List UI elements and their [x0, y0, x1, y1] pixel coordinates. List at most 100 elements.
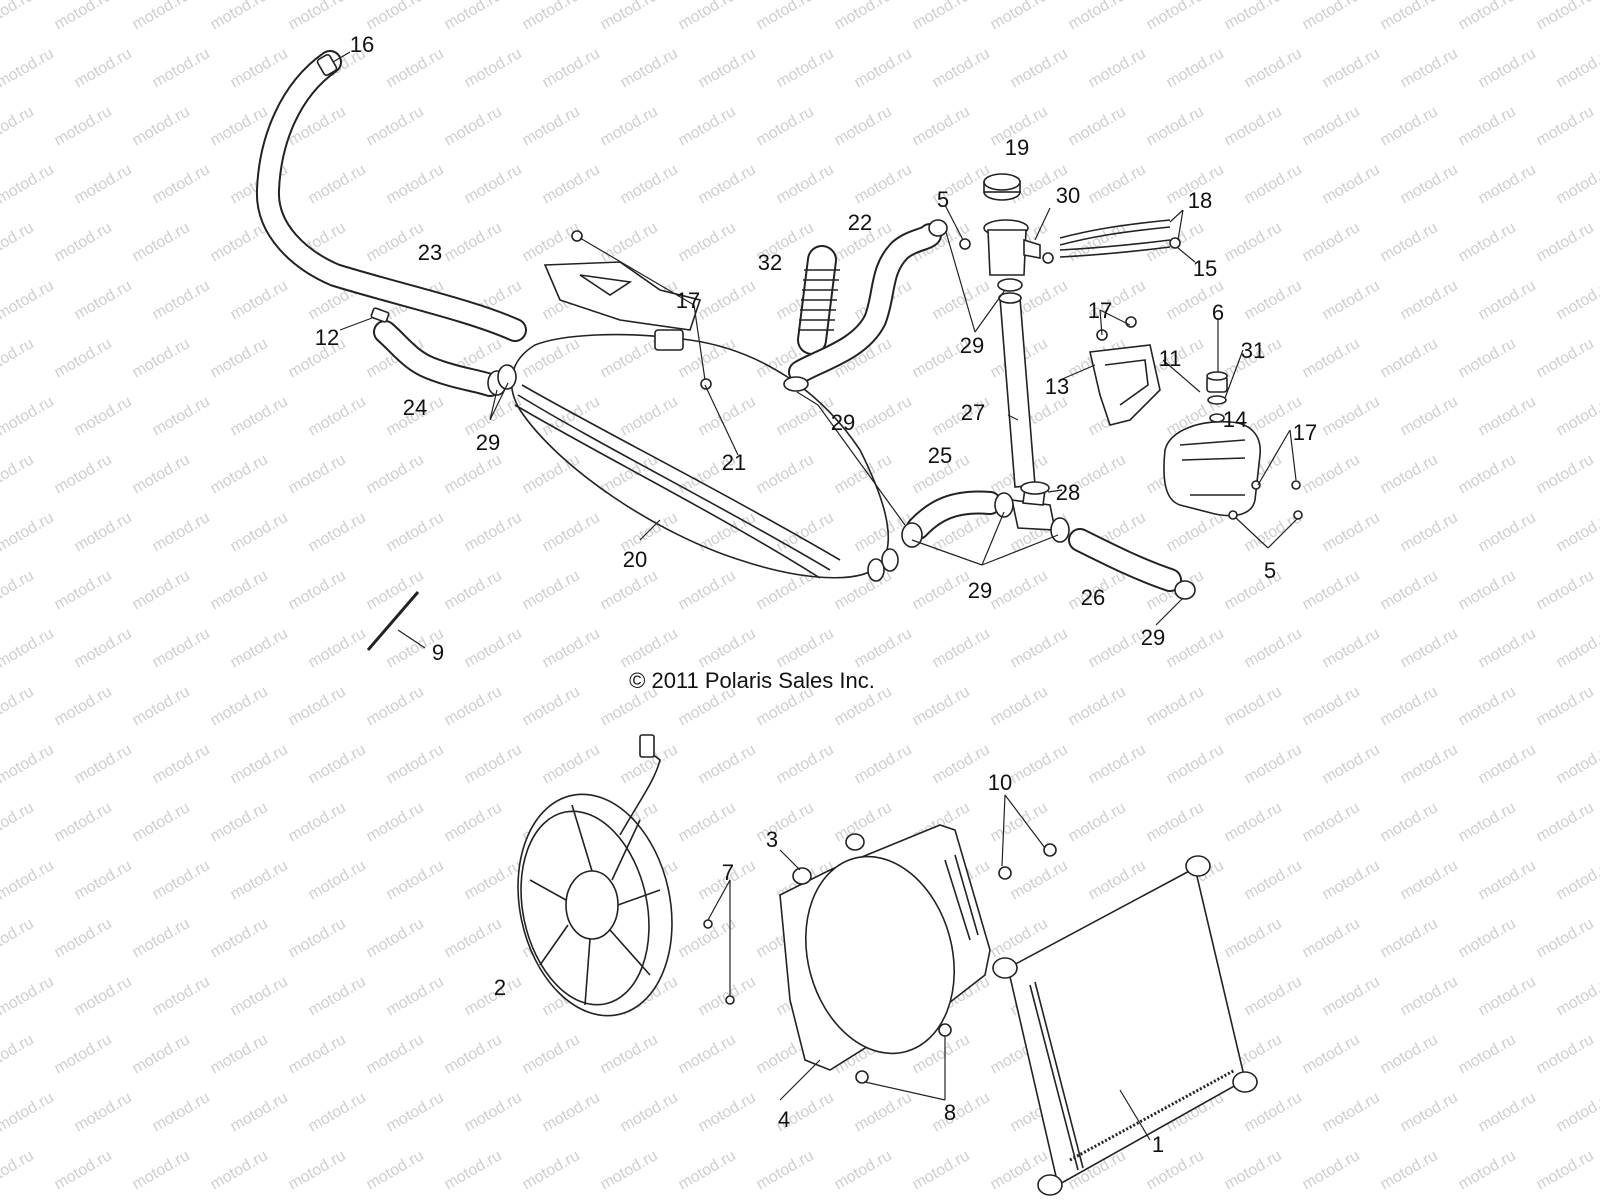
watermark-text: motod.ru	[910, 103, 973, 149]
watermark-text: motod.ru	[286, 683, 349, 729]
watermark-text: motod.ru	[52, 1031, 115, 1077]
watermark-text: motod.ru	[520, 451, 583, 497]
watermark-text: motod.ru	[1534, 1147, 1597, 1193]
callout-5-right: 5	[1264, 558, 1276, 583]
watermark-text: motod.ru	[1164, 741, 1227, 787]
watermark-text: motod.ru	[72, 393, 135, 439]
watermark-text: motod.ru	[520, 0, 583, 33]
watermark-text: motod.ru	[1398, 1089, 1461, 1135]
watermark-text: motod.ru	[1066, 103, 1129, 149]
watermark-text: motod.ru	[930, 741, 993, 787]
watermark-text: motod.ru	[0, 393, 57, 439]
watermark-text: motod.ru	[1066, 0, 1129, 33]
callout-29-neck: 29	[960, 333, 984, 358]
watermark-text: motod.ru	[150, 161, 213, 207]
watermark-text: motod.ru	[1456, 451, 1519, 497]
watermark-text: motod.ru	[442, 915, 505, 961]
watermark-text: motod.ru	[540, 45, 603, 91]
watermark-text: motod.ru	[384, 973, 447, 1019]
hose-26	[1068, 528, 1182, 592]
watermark-text: motod.ru	[286, 0, 349, 33]
callout-26: 26	[1081, 585, 1105, 610]
watermark-text: motod.ru	[0, 973, 57, 1019]
watermark-text: motod.ru	[618, 161, 681, 207]
watermark-text: motod.ru	[1398, 625, 1461, 671]
watermark-text: motod.ru	[364, 1147, 427, 1193]
bolt-17f	[1291, 480, 1301, 490]
watermark-text: motod.ru	[1456, 915, 1519, 961]
callout-25: 25	[928, 443, 952, 468]
callout-13: 13	[1045, 374, 1069, 399]
watermark-text: motod.ru	[0, 1089, 57, 1135]
watermark-text: motod.ru	[852, 393, 915, 439]
clamp-29h	[1050, 517, 1070, 543]
watermark-text: motod.ru	[520, 103, 583, 149]
watermark-text: motod.ru	[988, 567, 1051, 613]
watermark-text: motod.ru	[1222, 799, 1285, 845]
watermark-text: motod.ru	[1476, 45, 1539, 91]
watermark-text: motod.ru	[442, 219, 505, 265]
watermark-text: motod.ru	[1534, 103, 1597, 149]
filler-neck-30	[983, 219, 1054, 276]
callout-17-right: 17	[1293, 420, 1317, 445]
watermark-text: motod.ru	[72, 857, 135, 903]
watermark-text: motod.ru	[676, 567, 739, 613]
watermark-text: motod.ru	[228, 509, 291, 555]
watermark-text: motod.ru	[1222, 103, 1285, 149]
watermark-text: motod.ru	[754, 1147, 817, 1193]
watermark-text: motod.ru	[0, 161, 57, 207]
bracket-13	[1089, 344, 1161, 426]
watermark-text: motod.ru	[1398, 741, 1461, 787]
watermark-text: motod.ru	[130, 683, 193, 729]
watermark-text: motod.ru	[520, 335, 583, 381]
watermark-text: motod.ru	[1534, 799, 1597, 845]
callout-12: 12	[315, 325, 339, 350]
fan-2	[517, 734, 673, 1017]
watermark-text: motod.ru	[306, 509, 369, 555]
watermark-text: motod.ru	[306, 393, 369, 439]
watermark-text: motod.ru	[130, 1147, 193, 1193]
watermark-text: motod.ru	[1456, 567, 1519, 613]
watermark-text: motod.ru	[0, 509, 57, 555]
nut-8a	[938, 1023, 952, 1037]
watermark-text: motod.ru	[754, 451, 817, 497]
watermark-text: motod.ru	[150, 973, 213, 1019]
watermark-text: motod.ru	[696, 161, 759, 207]
nut-8b	[855, 1070, 869, 1084]
watermark-text: motod.ru	[832, 103, 895, 149]
watermark-text: motod.ru	[1300, 567, 1363, 613]
watermark-text: motod.ru	[442, 683, 505, 729]
watermark-text: motod.ru	[1242, 741, 1305, 787]
copyright-text: © 2011 Polaris Sales Inc.	[629, 668, 875, 693]
watermark-text: motod.ru	[1320, 509, 1383, 555]
watermark-text: motod.ru	[228, 277, 291, 323]
watermark-text: motod.ru	[462, 161, 525, 207]
watermark-text: motod.ru	[852, 625, 915, 671]
watermark-text: motod.ru	[208, 103, 271, 149]
watermark-text: motod.ru	[364, 683, 427, 729]
callout-19: 19	[1005, 135, 1029, 160]
watermark-text: motod.ru	[0, 741, 57, 787]
watermark-text: motod.ru	[72, 625, 135, 671]
callout-4: 4	[778, 1107, 790, 1132]
watermark-text: motod.ru	[1456, 335, 1519, 381]
watermark-text: motod.ru	[442, 0, 505, 33]
bolt-10a	[998, 866, 1012, 880]
clip-7a	[703, 919, 713, 929]
watermark-text: motod.ru	[598, 567, 661, 613]
watermark-text: motod.ru	[364, 1031, 427, 1077]
watermark-text: motod.ru	[0, 103, 37, 149]
watermark-text: motod.ru	[0, 915, 37, 961]
callout-5-top: 5	[937, 187, 949, 212]
watermark-text: motod.ru	[1534, 451, 1597, 497]
watermark-text: motod.ru	[1008, 625, 1071, 671]
watermark-text: motod.ru	[598, 0, 661, 33]
watermark-text: motod.ru	[1320, 161, 1383, 207]
watermark-text: motod.ru	[1300, 1031, 1363, 1077]
watermark-text: motod.ru	[1398, 277, 1461, 323]
screw-5c	[1293, 510, 1303, 520]
callout-1: 1	[1152, 1132, 1164, 1157]
watermark-text: motod.ru	[520, 683, 583, 729]
watermark-text: motod.ru	[462, 45, 525, 91]
watermark-text: motod.ru	[1222, 683, 1285, 729]
